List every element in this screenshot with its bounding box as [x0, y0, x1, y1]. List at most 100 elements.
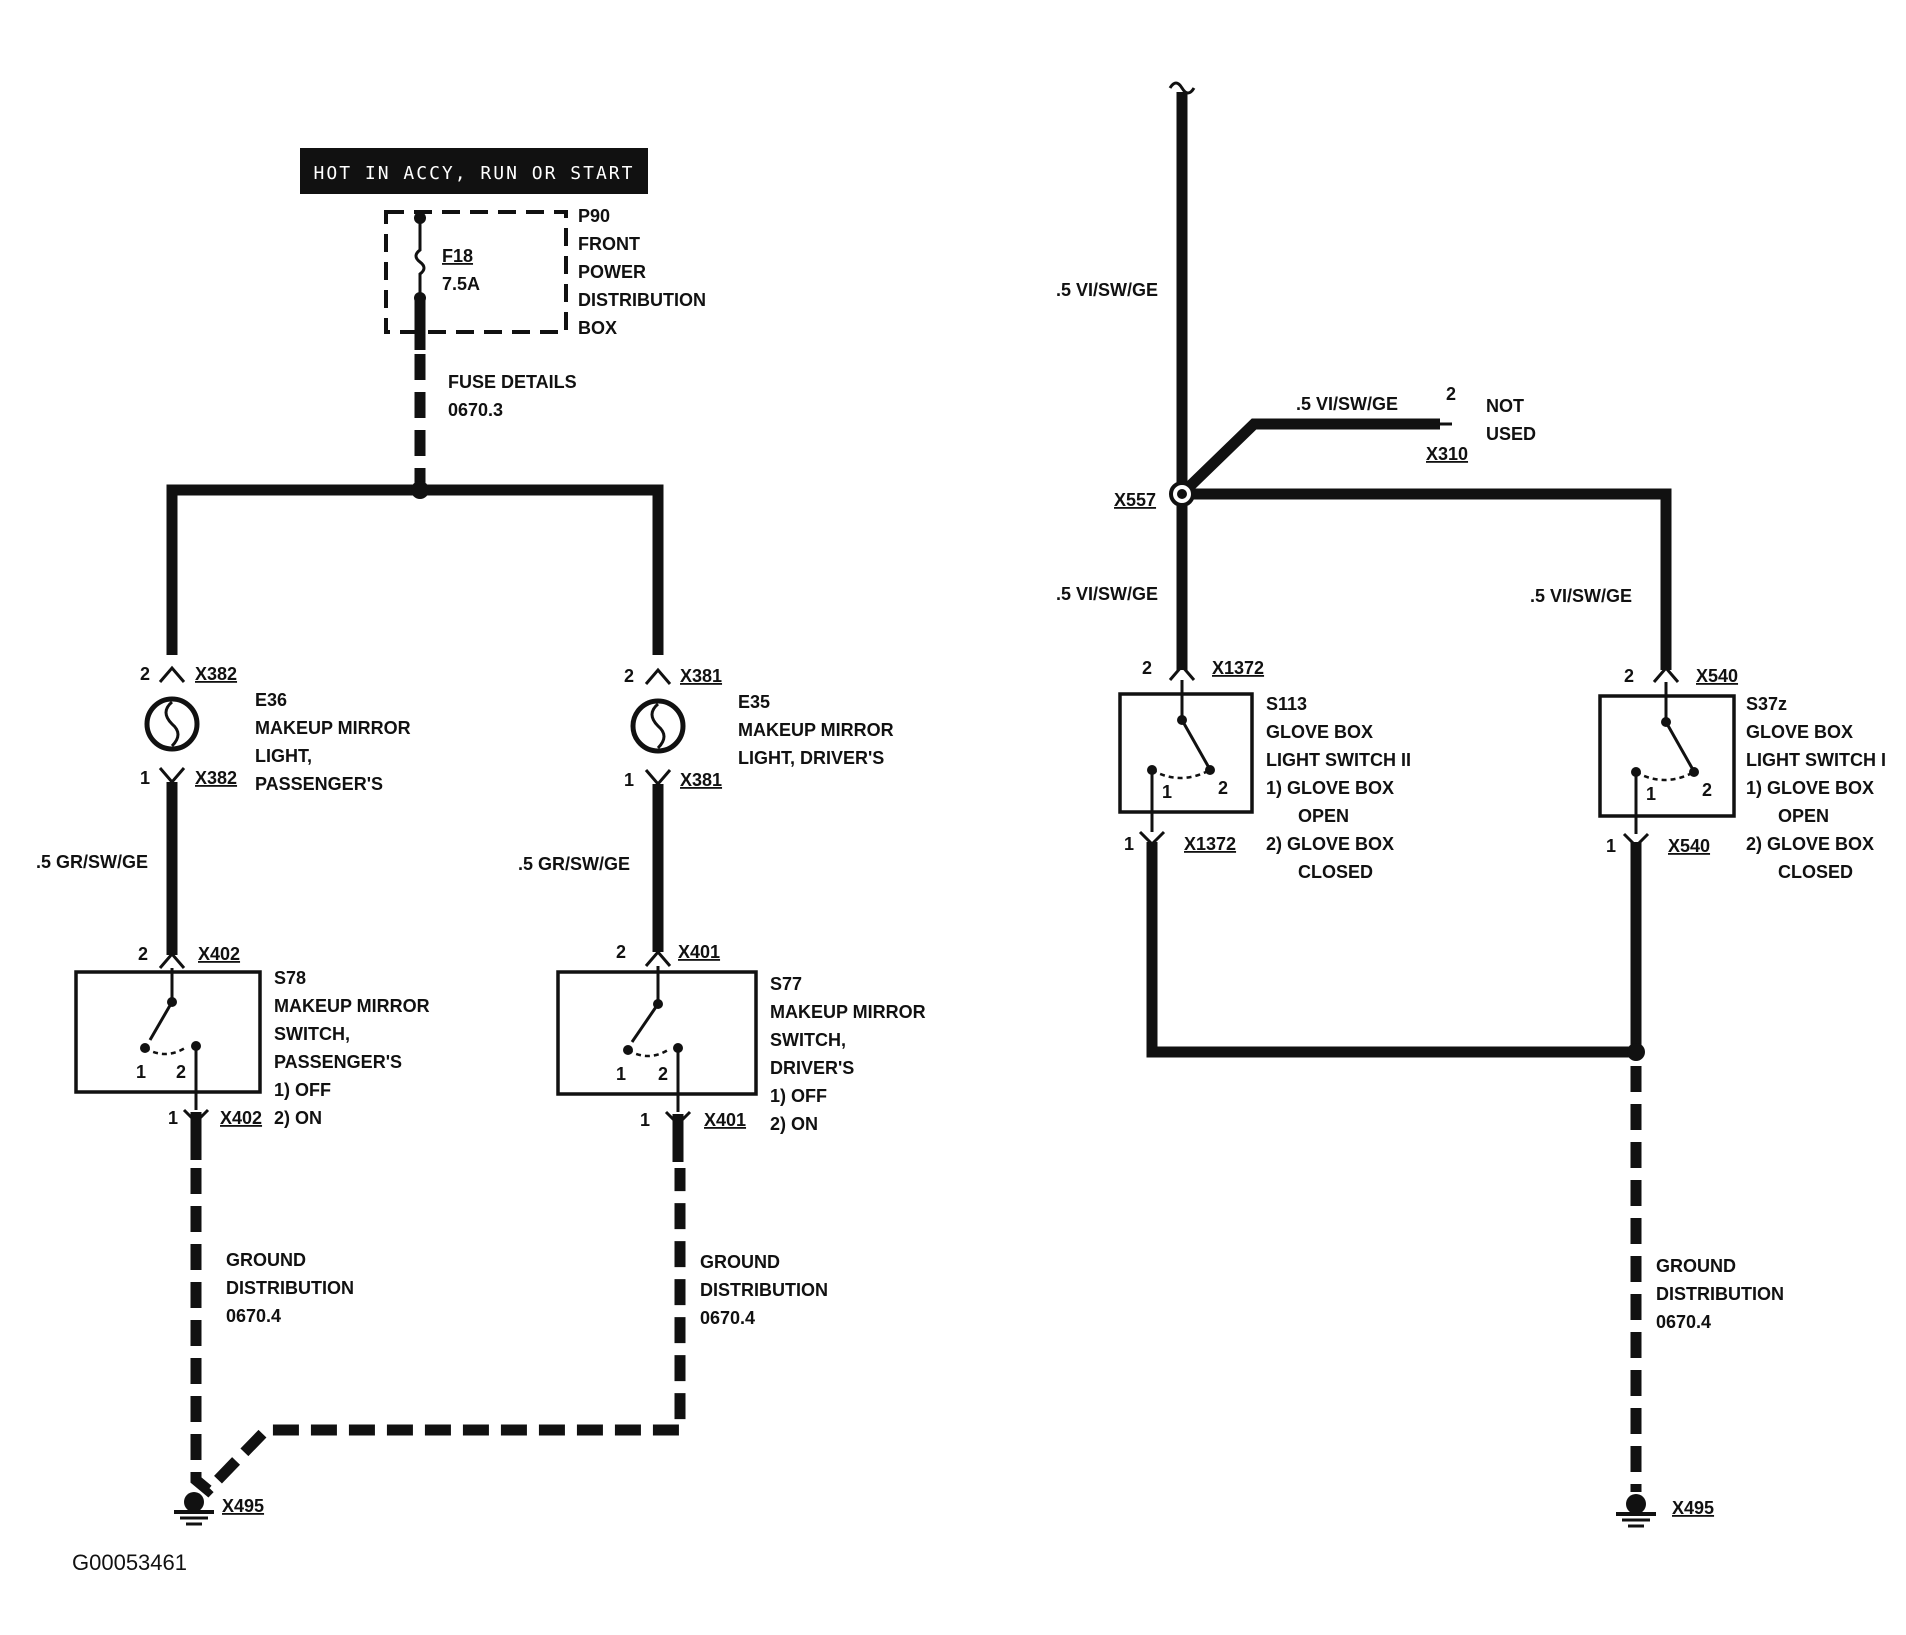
- lamp-passenger-conn-top: X382: [195, 664, 237, 684]
- switch-passenger-id: S78: [274, 968, 306, 988]
- switch-driver-pin-top: 2: [616, 942, 626, 962]
- lamp-driver-conn-bottom: X381: [680, 770, 722, 790]
- right-splice-label: X557: [1114, 490, 1156, 510]
- switch-driver-pin-bottom: 1: [640, 1110, 650, 1130]
- right-ground-splice: [1627, 1043, 1645, 1061]
- switch-s37z-inner-1: 1: [1646, 784, 1656, 804]
- switch-s37z: 1 2 2 X540 1 X540 S37z GLOVE BOX LIGHT S…: [1598, 665, 1886, 882]
- switch-s113-line-2: LIGHT SWITCH II: [1266, 750, 1411, 770]
- ground-conn-right: X495: [1672, 1498, 1714, 1518]
- switch-driver-conn-top: X401: [678, 942, 720, 962]
- fuse-box-line-1: FRONT: [578, 234, 640, 254]
- switch-s37z-line-2: LIGHT SWITCH I: [1746, 750, 1886, 770]
- lamp-driver-id: E35: [738, 692, 770, 712]
- switch-passenger-line-1: MAKEUP MIRROR: [274, 996, 430, 1016]
- ground-right-line-3: 0670.4: [1656, 1312, 1711, 1332]
- s113-output-wire: [1146, 842, 1636, 1058]
- wire-left-label: .5 GR/SW/GE: [36, 852, 148, 872]
- lamp-passenger-conn-bottom: X382: [195, 768, 237, 788]
- switch-s37z-opt-2a: 2) GLOVE BOX: [1746, 834, 1874, 854]
- ground-icon: [174, 1492, 214, 1526]
- lamp-passenger-pin-top: 2: [140, 664, 150, 684]
- fuse-id: F18: [442, 246, 473, 266]
- wire-mid-label: .5 GR/SW/GE: [518, 854, 630, 874]
- ground-mid-line-3: 0670.4: [700, 1308, 755, 1328]
- switch-s113-opt-2a: 2) GLOVE BOX: [1266, 834, 1394, 854]
- figure-id: G00053461: [72, 1550, 187, 1575]
- right-bus-wire: [1192, 488, 1672, 670]
- switch-driver-opt-2: 2) ON: [770, 1114, 818, 1134]
- lamp-driver-pin-bottom: 1: [624, 770, 634, 790]
- switch-s113-conn-bottom: X1372: [1184, 834, 1236, 854]
- fuse-details-line-2: 0670.3: [448, 400, 503, 420]
- ground-right-line-1: GROUND: [1656, 1256, 1736, 1276]
- switch-driver-line-3: DRIVER'S: [770, 1058, 854, 1078]
- switch-s37z-opt-1b: OPEN: [1778, 806, 1829, 826]
- lamp-passenger: 2 X382 1 X382 E36 MAKEUP MIRROR LIGHT, P…: [140, 664, 411, 794]
- lamp-passenger-line-1: MAKEUP MIRROR: [255, 718, 411, 738]
- switch-s37z-inner-2: 2: [1702, 780, 1712, 800]
- switch-s113-id: S113: [1266, 694, 1307, 714]
- switch-passenger-opt-1: 1) OFF: [274, 1080, 331, 1100]
- right-branch-pin: 2: [1446, 384, 1456, 404]
- right-branch-note-2: USED: [1486, 424, 1536, 444]
- right-wire-left-label: .5 VI/SW/GE: [1056, 584, 1158, 604]
- switch-s37z-pin-bottom: 1: [1606, 836, 1616, 856]
- switch-s113-conn-top: X1372: [1212, 658, 1264, 678]
- switch-passenger-inner-2: 2: [176, 1062, 186, 1082]
- ground-right-line-2: DISTRIBUTION: [1656, 1284, 1784, 1304]
- left-bus-wire: [166, 484, 664, 655]
- switch-s37z-id: S37z: [1746, 694, 1787, 714]
- right-branch-conn: X310: [1426, 444, 1468, 464]
- power-header: HOT IN ACCY, RUN OR START: [300, 148, 648, 194]
- fuse-details-line-1: FUSE DETAILS: [448, 372, 577, 392]
- ground-mid-line-1: GROUND: [700, 1252, 780, 1272]
- switch-passenger-pin-bottom: 1: [168, 1108, 178, 1128]
- right-branch-note-1: NOT: [1486, 396, 1524, 416]
- fuse-box-id: P90: [578, 206, 610, 226]
- switch-passenger-line-3: PASSENGER'S: [274, 1052, 402, 1072]
- switch-s113-opt-1a: 1) GLOVE BOX: [1266, 778, 1394, 798]
- ground-left-line-2: DISTRIBUTION: [226, 1278, 354, 1298]
- switch-passenger-conn-bottom: X402: [220, 1108, 262, 1128]
- ground-left-line-1: GROUND: [226, 1250, 306, 1270]
- power-header-text: HOT IN ACCY, RUN OR START: [314, 163, 635, 184]
- switch-s113-inner-1: 1: [1162, 782, 1172, 802]
- switch-s37z-conn-bottom: X540: [1668, 836, 1710, 856]
- switch-driver-line-2: SWITCH,: [770, 1030, 846, 1050]
- switch-s37z-line-1: GLOVE BOX: [1746, 722, 1853, 742]
- fuse-box-line-3: DISTRIBUTION: [578, 290, 706, 310]
- switch-driver-conn-bottom: X401: [704, 1110, 746, 1130]
- switch-driver-opt-1: 1) OFF: [770, 1086, 827, 1106]
- right-branch-wire: [1184, 418, 1440, 492]
- switch-s113-opt-1b: OPEN: [1298, 806, 1349, 826]
- lamp-driver: 2 X381 1 X381 E35 MAKEUP MIRROR LIGHT, D…: [624, 666, 894, 790]
- ground-conn-left: X495: [222, 1496, 264, 1516]
- switch-s37z-opt-1a: 1) GLOVE BOX: [1746, 778, 1874, 798]
- switch-s37z-conn-top: X540: [1696, 666, 1738, 686]
- lamp-driver-line-2: LIGHT, DRIVER'S: [738, 748, 884, 768]
- fuse-box: F18 7.5A P90 FRONT POWER DISTRIBUTION BO…: [384, 206, 706, 338]
- switch-passenger-inner-1: 1: [136, 1062, 146, 1082]
- switch-s37z-opt-2b: CLOSED: [1778, 862, 1853, 882]
- right-wire-top-label: .5 VI/SW/GE: [1056, 280, 1158, 300]
- switch-passenger-pin-top: 2: [138, 944, 148, 964]
- left-splice: [411, 481, 429, 499]
- switch-s113-pin-bottom: 1: [1124, 834, 1134, 854]
- ground-mid-line-2: DISTRIBUTION: [700, 1280, 828, 1300]
- switch-s113-inner-2: 2: [1218, 778, 1228, 798]
- lamp-passenger-pin-bottom: 1: [140, 768, 150, 788]
- fuse-box-line-2: POWER: [578, 262, 646, 282]
- switch-s113: 1 2 2 X1372 1 X1372 S113 GLOVE BOX LIGHT…: [1118, 658, 1411, 882]
- lamp-driver-pin-top: 2: [624, 666, 634, 686]
- lamp-passenger-line-3: PASSENGER'S: [255, 774, 383, 794]
- lamp-driver-line-1: MAKEUP MIRROR: [738, 720, 894, 740]
- ground-icon: [1616, 1494, 1656, 1528]
- switch-passenger-line-2: SWITCH,: [274, 1024, 350, 1044]
- switch-driver-inner-1: 1: [616, 1064, 626, 1084]
- left-ground-wire: [190, 1168, 686, 1498]
- switch-driver-inner-2: 2: [658, 1064, 668, 1084]
- fuse-rating: 7.5A: [442, 274, 480, 294]
- switch-passenger: 1 2 2 X402 1 X402 S78 MAKEUP MIRROR SWIT…: [74, 944, 430, 1128]
- switch-driver-line-1: MAKEUP MIRROR: [770, 1002, 926, 1022]
